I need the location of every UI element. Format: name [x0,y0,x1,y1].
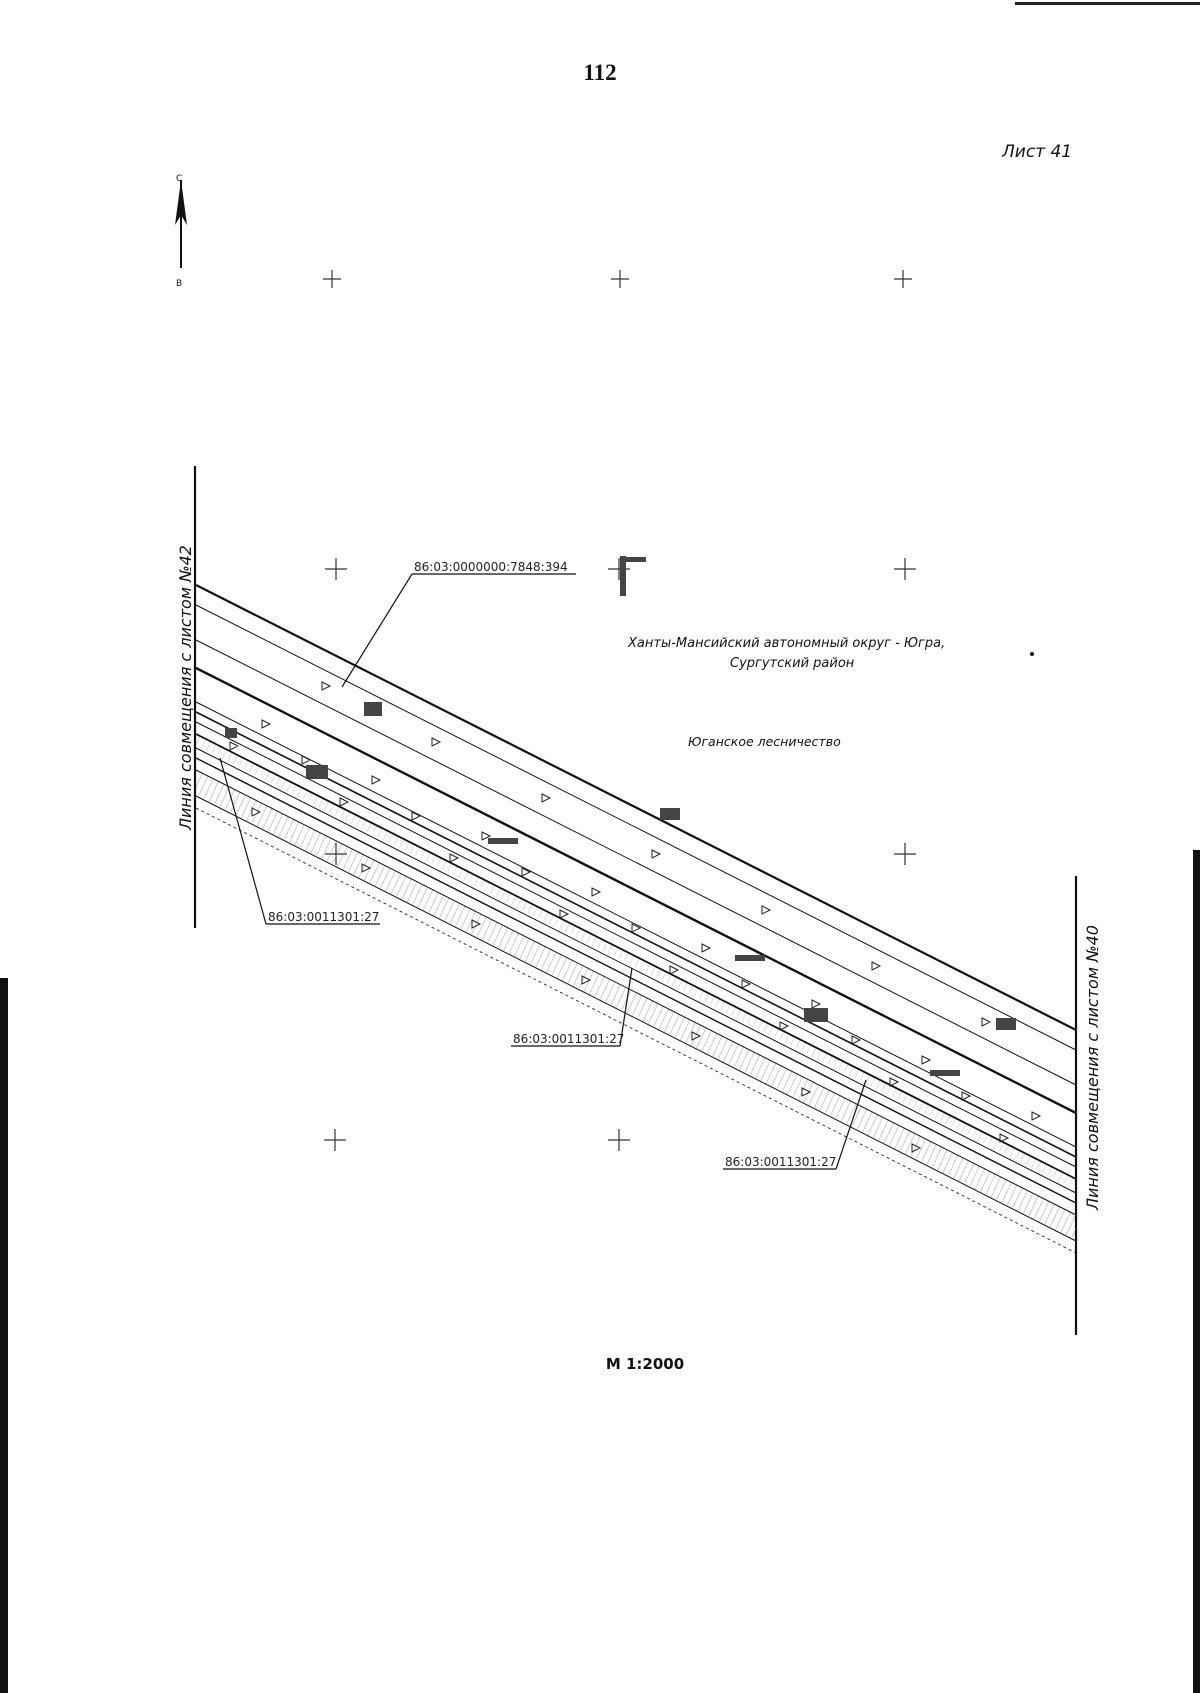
north-letter: С [176,174,182,184]
point-marker [1030,652,1034,656]
match-line-label-right: Линия совмещения с листом №40 [1083,925,1102,1211]
hatched-strip [196,735,1076,1190]
cadastral-label-top: 86:03:0000000:7848:394 [414,560,568,574]
hatched-strip [196,770,1076,1240]
cadastral-label-left: 86:03:0011301:27 [268,910,379,924]
region-label-line2: Сургутский район [730,656,855,671]
grid-crosses [323,270,916,1151]
scan-edge-left [0,978,8,1693]
scan-edge-right [1193,850,1200,1693]
corridor-lines [195,584,1077,1254]
leader-lines [219,573,867,1170]
scale-label: М 1:2000 [605,1355,685,1373]
sheet-label: Лист 41 [1002,142,1073,162]
match-line-label-left: Линия совмещения с листом №42 [176,545,195,831]
map-symbols [225,556,1016,1076]
north-arrow-icon: С В [175,174,187,289]
cadastral-label-right: 86:03:0011301:27 [725,1155,836,1169]
page-number: 112 [583,60,617,85]
forestry-label: Юганское лесничество [688,734,841,749]
cadastral-label-middle: 86:03:0011301:27 [513,1032,624,1046]
pipeline-markers [229,681,1042,1153]
region-label-line1: Ханты-Мансийский автономный округ - Югра… [627,636,945,651]
south-letter: В [176,279,182,289]
top-rule [1015,2,1200,5]
